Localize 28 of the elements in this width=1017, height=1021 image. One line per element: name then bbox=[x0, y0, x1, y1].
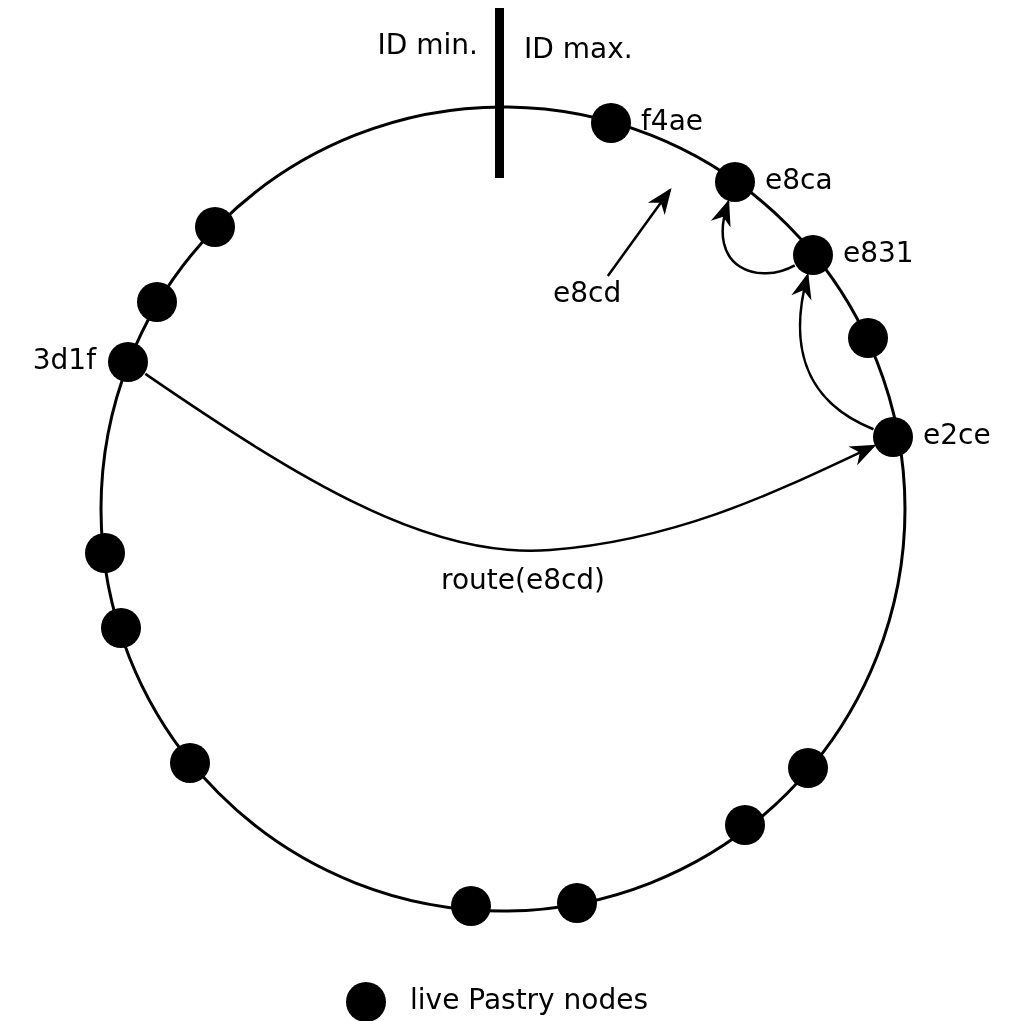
node-id-label: e2ce bbox=[923, 418, 991, 452]
axis-end-label: ID max. bbox=[524, 32, 633, 66]
node-dot bbox=[725, 805, 765, 845]
node-dot bbox=[451, 886, 491, 926]
node-id-label: f4ae bbox=[641, 104, 704, 138]
node-dot bbox=[85, 533, 125, 573]
node-dot bbox=[788, 748, 828, 788]
node-id-label: e8cd bbox=[553, 276, 622, 310]
route-arrow bbox=[792, 272, 874, 431]
node-dot bbox=[873, 417, 913, 457]
node-dot bbox=[195, 207, 235, 247]
legend-label: live Pastry nodes bbox=[410, 983, 649, 1017]
leader-arrow bbox=[606, 187, 672, 277]
node-id-label: e831 bbox=[843, 236, 914, 270]
node-dot bbox=[715, 162, 755, 202]
node-id-label: 3d1f bbox=[32, 343, 96, 377]
route-arrow bbox=[144, 372, 877, 552]
node-dot bbox=[793, 235, 833, 275]
node-dot bbox=[591, 103, 631, 143]
node-dot bbox=[557, 883, 597, 923]
node-dot bbox=[848, 318, 888, 358]
route-arrow bbox=[712, 199, 796, 275]
node-id-label: e8ca bbox=[765, 163, 833, 197]
axis-end-label: ID min. bbox=[377, 28, 478, 62]
node-dot bbox=[170, 743, 210, 783]
node-dot bbox=[108, 342, 148, 382]
node-dot bbox=[137, 282, 177, 322]
node-dot bbox=[101, 608, 141, 648]
